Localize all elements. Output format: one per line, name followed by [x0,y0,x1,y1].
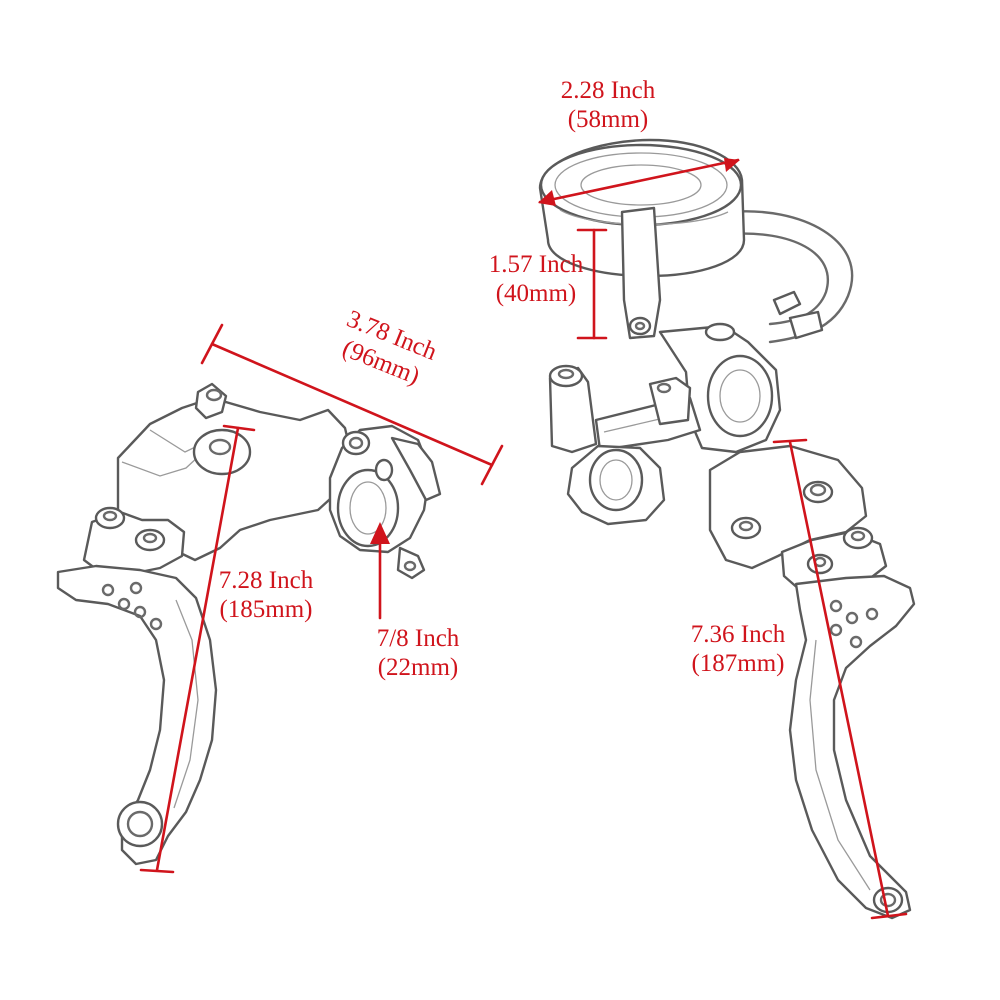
bar-diameter-inch: 7/8 Inch [376,625,460,652]
bar-diameter-label: 7/8 Inch (22mm) [338,624,498,682]
reservoir-bracket [620,206,662,340]
brake-lever-length-inch: 7.36 Inch [690,621,786,648]
reservoir-height-dimension-line [576,228,608,340]
bar-diameter-dimension-line [370,522,390,620]
clutch-adjuster [194,382,228,420]
reservoir-height-label: 1.57 Inch (40mm) [456,250,616,308]
clutch-lever-assembly [56,323,504,874]
brake-lever-length-mm: (187mm) [691,650,785,677]
reservoir-diameter-label: 2.28 Inch (58mm) [528,76,688,134]
clutch-clamp-dimension-line [200,323,504,486]
clutch-lever-dimension-line [139,424,256,874]
reservoir-height-mm: (40mm) [495,280,577,307]
clutch-lever-length-label: 7.28 Inch (185mm) [186,566,346,624]
clutch-lever-length-inch: 7.28 Inch [218,567,314,594]
bar-diameter-mm: (22mm) [377,654,459,681]
clutch-pivot-boss [192,428,252,476]
brake-lever-dimension-line [772,438,908,920]
clutch-lever-length-mm: (185mm) [219,596,313,623]
reservoir-height-inch: 1.57 Inch [488,251,584,278]
reservoir-diameter-mm: (58mm) [567,106,649,133]
reservoir-diameter-inch: 2.28 Inch [560,77,656,104]
brake-lever-length-label: 7.36 Inch (187mm) [658,620,818,678]
brake-master-cylinder-assembly [538,138,916,920]
reservoir-diameter-dimension-line [538,158,740,206]
brake-lever-blade [788,574,916,920]
